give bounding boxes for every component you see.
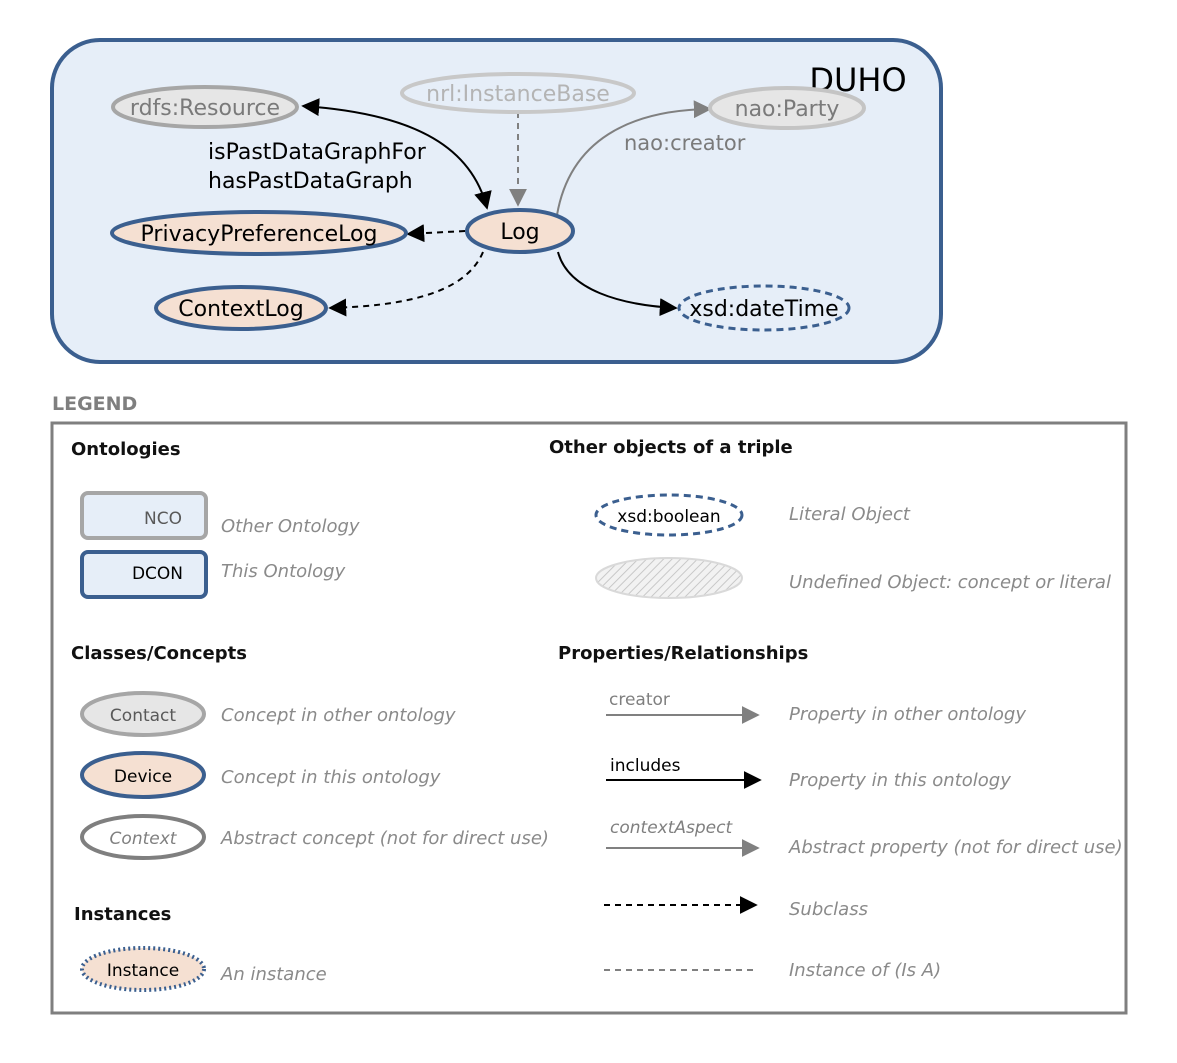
legend-property-other-label: creator (609, 690, 670, 710)
node-rdfs-resource: rdfs:Resource (111, 85, 299, 129)
legend-concept-other-desc: Concept in other ontology (221, 705, 456, 726)
legend-property-abstract-desc: Abstract property (not for direct use) (788, 837, 1123, 858)
node-context-log: ContextLog (154, 285, 328, 331)
legend-property-this-label: includes (610, 756, 681, 776)
node-label: Log (500, 220, 539, 245)
legend-literal-object-desc: Literal Object (789, 504, 911, 525)
edge-label-has-past-data-graph: hasPastDataGraph (208, 169, 413, 194)
node-log: Log (465, 208, 575, 254)
node-label: xsd:dateTime (689, 297, 838, 322)
legend-instance-of-desc: Instance of (Is A) (789, 960, 941, 981)
node-label: nao:Party (735, 97, 840, 122)
legend-undefined-object-swatch (595, 557, 743, 599)
legend-this-ontology-desc: This Ontology (221, 561, 346, 582)
edge-to-datetime (557, 251, 678, 317)
legend-literal-object-label: xsd:boolean (617, 507, 720, 527)
legend-concept-abstract-label: Context (110, 829, 178, 849)
node-nao-party: nao:Party (708, 86, 866, 130)
legend-property-abstract-label: contextAspect (610, 818, 733, 838)
legend-other-objects-heading: Other objects of a triple (549, 437, 793, 458)
legend-classes-heading: Classes/Concepts (71, 643, 247, 664)
legend-this-ontology-label: DCON (132, 564, 183, 584)
legend-instances-heading: Instances (74, 904, 171, 925)
node-xsd-datetime: xsd:dateTime (677, 284, 851, 332)
edge-label-nao-creator: nao:creator (624, 131, 746, 155)
legend-properties-heading: Properties/Relationships (558, 643, 808, 664)
legend-literal-object-swatch: xsd:boolean (594, 493, 744, 537)
legend-undefined-object-desc: Undefined Object: concept or literal (789, 572, 1111, 593)
legend-concept-other-swatch: Contact (80, 691, 206, 737)
edge-label-is-past-data-graph-for: isPastDataGraphFor (208, 140, 427, 165)
node-label: nrl:InstanceBase (426, 82, 610, 107)
legend-concept-abstract-swatch: Context (80, 814, 206, 860)
legend-this-ontology-swatch: DCON (80, 550, 208, 599)
legend-instance-label: Instance (107, 961, 179, 981)
legend-heading: LEGEND (52, 393, 137, 415)
legend-instance-swatch: Instance (80, 946, 206, 992)
node-privacy-preference-log: PrivacyPreferenceLog (110, 210, 408, 256)
legend-other-ontology-swatch: NCO (80, 491, 208, 540)
node-label: PrivacyPreferenceLog (141, 222, 378, 247)
legend-box (50, 421, 1128, 1015)
edge-subclass-context-log (328, 251, 484, 317)
legend-other-ontology-desc: Other Ontology (221, 516, 360, 537)
legend-other-ontology-label: NCO (144, 509, 182, 529)
legend-concept-this-desc: Concept in this ontology (221, 767, 441, 788)
legend-ontologies-heading: Ontologies (71, 439, 181, 460)
legend-concept-other-label: Contact (110, 706, 176, 726)
legend-concept-abstract-desc: Abstract concept (not for direct use) (220, 828, 549, 849)
edge-nao-creator (556, 100, 712, 216)
legend-concept-this-label: Device (114, 767, 172, 787)
legend-property-this-desc: Property in this ontology (789, 770, 1011, 791)
legend-subclass-desc: Subclass (789, 899, 868, 920)
edge-past-data-graph (301, 98, 492, 210)
legend-instance-desc: An instance (220, 964, 327, 985)
legend-property-other-desc: Property in other ontology (789, 704, 1026, 725)
legend-concept-this-swatch: Device (80, 751, 206, 799)
node-nrl-instancebase: nrl:InstanceBase (400, 72, 636, 114)
node-label: rdfs:Resource (130, 96, 280, 121)
node-label: ContextLog (178, 297, 303, 322)
edge-subclass-privacy-preference-log (406, 224, 466, 243)
